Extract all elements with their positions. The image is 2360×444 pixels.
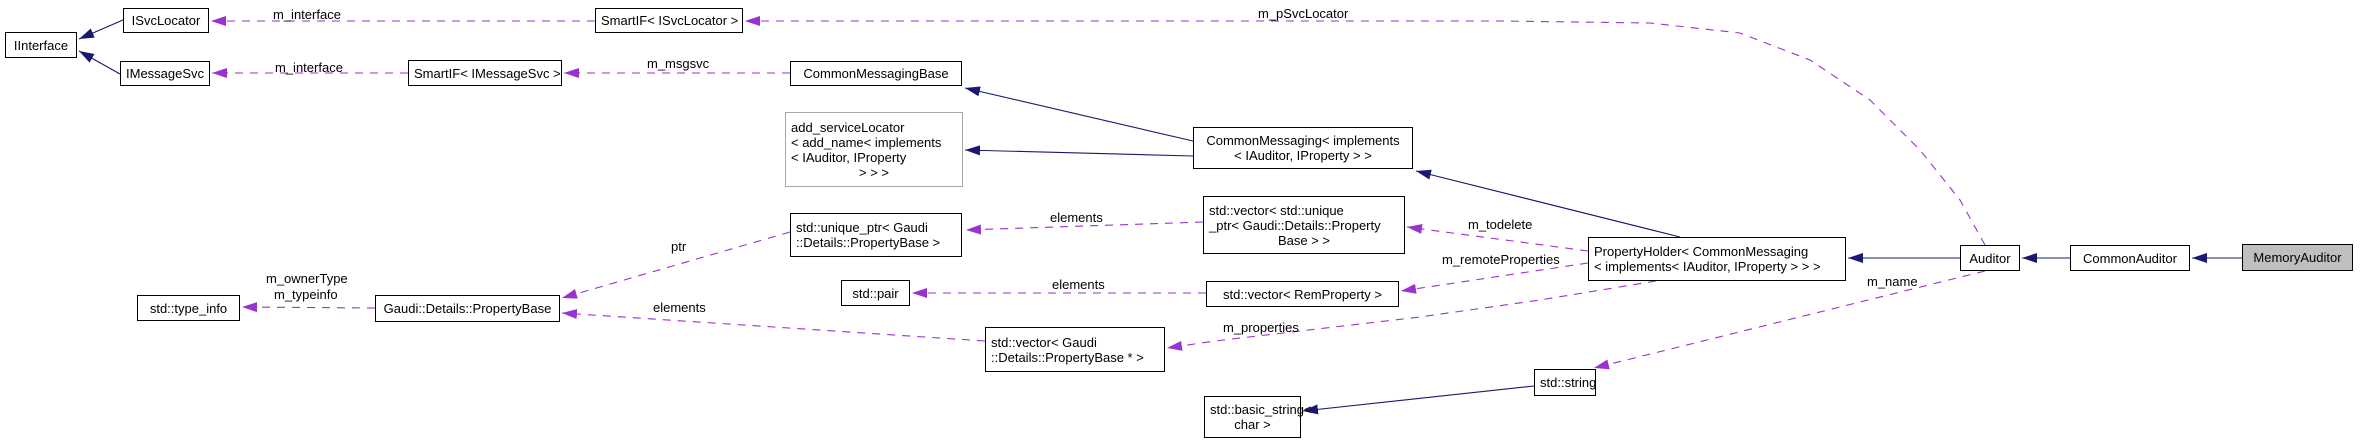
edge-m-todelete [1406, 224, 1589, 252]
node-propertyholder-label-line-0: PropertyHolder< CommonMessaging [1594, 244, 1809, 259]
node-add-servicelocator-label-line-2: < IAuditor, IProperty [791, 149, 907, 165]
edge-m-properties [1166, 280, 1657, 351]
node-auditor[interactable]: Auditor [1960, 245, 2020, 271]
edge-commonmessaging-to-commonmessagingbase [964, 86, 1194, 142]
edge-elements-unique-ptr [965, 221, 1204, 235]
node-vector-unique-ptr-label-line-2: Base > > [1277, 232, 1331, 248]
edge-label-m-interface-isvclocator: m_interface [273, 7, 341, 22]
edge-label-m-remoteproperties: m_remoteProperties [1442, 252, 1560, 267]
edge-label-elements-unique-ptr: elements [1050, 210, 1103, 225]
edge-string-to-basic-string [1302, 385, 1535, 415]
node-string[interactable]: std::string [1534, 369, 1596, 396]
edge-m-name [1593, 270, 1986, 370]
node-add-servicelocator-label-line-3: > > > [859, 164, 889, 180]
node-type-info[interactable]: std::type_info [137, 295, 240, 321]
edge-isvclocator-to-iinterface [78, 19, 124, 40]
edge-commonmessaging-to-add-servicelocator [964, 145, 1194, 157]
node-smartif-imessagesvc-label-line-0: SmartIF< IMessageSvc > [414, 65, 561, 81]
edge-label-m-properties: m_properties [1223, 320, 1299, 335]
node-vector-unique-ptr[interactable]: std::vector< std::unique_ptr< Gaudi::Det… [1203, 196, 1405, 254]
node-propertyholder-label-line-1: < implements< IAuditor, IProperty > > > [1594, 259, 1821, 274]
node-propertyholder[interactable]: PropertyHolder< CommonMessaging< impleme… [1588, 237, 1846, 281]
node-vector-unique-ptr-label-line-0: std::vector< std::unique [1209, 202, 1344, 218]
edge-label-elements-pair: elements [1052, 277, 1105, 292]
node-basic-string[interactable]: std::basic_string<char > [1204, 396, 1312, 438]
edge-label-elements-propertybase: elements [653, 300, 706, 315]
node-propertybase[interactable]: Gaudi::Details::PropertyBase [375, 295, 560, 322]
edge-label-m-psvclocator: m_pSvcLocator [1258, 6, 1349, 21]
node-memoryauditor-label-line-0: MemoryAuditor [2253, 250, 2342, 265]
node-commonmessagingbase-label-line-0: CommonMessagingBase [803, 66, 949, 81]
node-smartif-isvclocator[interactable]: SmartIF< ISvcLocator > [595, 8, 743, 33]
node-smartif-isvclocator-label-line-0: SmartIF< ISvcLocator > [601, 13, 739, 28]
node-basic-string-label-line-1: char > [1234, 417, 1271, 432]
edge-m-ownertype-m-typeinfo [241, 302, 376, 313]
node-commonmessaging-label-line-1: < IAuditor, IProperty > > [1234, 148, 1372, 163]
node-unique-ptr-propertybase-label-line-0: std::unique_ptr< Gaudi [796, 220, 928, 235]
node-string-label-line-0: std::string [1540, 375, 1597, 390]
node-vector-propertybase-ptr[interactable]: std::vector< Gaudi::Details::PropertyBas… [985, 327, 1165, 372]
edge-label-m-ownertype-m-typeinfo-1: m_typeinfo [274, 287, 338, 302]
node-iinterface[interactable]: IInterface [5, 32, 77, 58]
node-isvclocator-label-line-0: ISvcLocator [131, 13, 201, 28]
node-pair[interactable]: std::pair [841, 280, 910, 306]
node-propertybase-label-line-0: Gaudi::Details::PropertyBase [383, 301, 552, 316]
node-iinterface-label-line-0: IInterface [13, 37, 69, 53]
edge-label-m-ownertype-m-typeinfo: m_ownerType [266, 271, 348, 286]
edge-label-ptr: ptr [671, 239, 687, 254]
edge-label-m-msgsvc: m_msgsvc [647, 56, 710, 71]
node-commonmessaging-label-line-0: CommonMessaging< implements [1206, 133, 1400, 148]
node-unique-ptr-propertybase-label-line-1: ::Details::PropertyBase > [796, 235, 941, 250]
node-vector-remproperty[interactable]: std::vector< RemProperty > [1206, 281, 1399, 307]
node-vector-propertybase-ptr-label-line-1: ::Details::PropertyBase * > [991, 349, 1144, 365]
node-imessagesvc[interactable]: IMessageSvc [120, 61, 210, 86]
node-vector-unique-ptr-label-line-1: _ptr< Gaudi::Details::Property [1209, 217, 1381, 233]
node-type-info-label-line-0: std::type_info [149, 300, 228, 316]
node-add-servicelocator-label-line-0: add_serviceLocator [791, 119, 905, 135]
edge-label-m-name: m_name [1867, 274, 1918, 289]
node-pair-label-line-0: std::pair [852, 285, 899, 301]
edge-m-psvclocator [745, 16, 1986, 246]
edge-propertyholder-to-commonmessaging [1415, 169, 1681, 238]
node-isvclocator[interactable]: ISvcLocator [123, 8, 209, 33]
node-add-servicelocator-label-line-1: < add_name< implements [791, 134, 942, 150]
node-imessagesvc-label-line-0: IMessageSvc [126, 66, 205, 81]
node-vector-propertybase-ptr-label-line-0: std::vector< Gaudi [991, 334, 1097, 350]
edge-m-remoteproperties [1400, 262, 1589, 294]
edge-label-m-interface-imessagesvc: m_interface [275, 60, 343, 75]
node-unique-ptr-propertybase[interactable]: std::unique_ptr< Gaudi::Details::Propert… [790, 213, 962, 257]
node-add-servicelocator: add_serviceLocator< add_name< implements… [785, 112, 963, 187]
node-commonauditor[interactable]: CommonAuditor [2070, 245, 2190, 271]
edge-label-m-todelete: m_todelete [1468, 217, 1533, 232]
node-vector-remproperty-label-line-0: std::vector< RemProperty > [1223, 286, 1382, 302]
node-smartif-imessagesvc[interactable]: SmartIF< IMessageSvc > [408, 60, 562, 86]
node-auditor-label-line-0: Auditor [1969, 250, 2011, 266]
node-memoryauditor: MemoryAuditor [2242, 244, 2353, 271]
edge-imessagesvc-to-iinterface [78, 50, 121, 75]
edge-ptr [561, 231, 791, 299]
node-basic-string-label-line-0: std::basic_string< [1210, 402, 1312, 417]
edge-elements-propertybase [561, 309, 986, 342]
node-commonmessagingbase[interactable]: CommonMessagingBase [790, 61, 962, 86]
node-commonmessaging[interactable]: CommonMessaging< implements< IAuditor, I… [1193, 127, 1413, 169]
node-commonauditor-label-line-0: CommonAuditor [2083, 250, 2177, 266]
